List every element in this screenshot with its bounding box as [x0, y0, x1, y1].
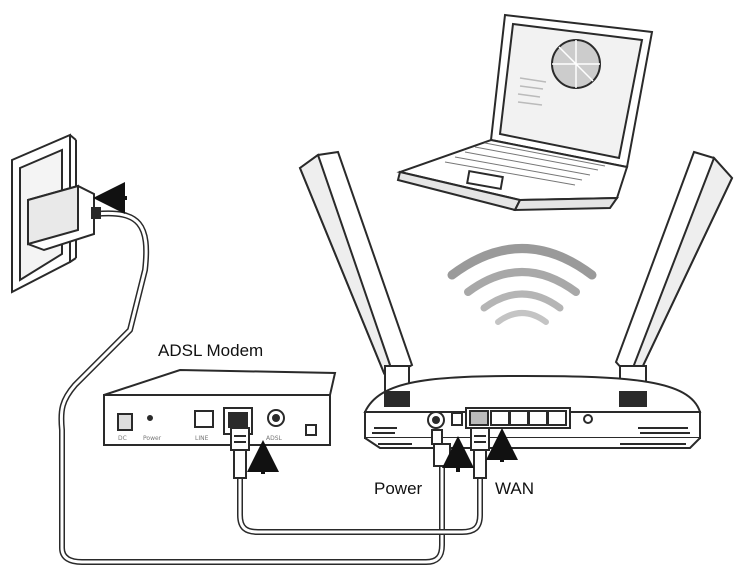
- power-adapter-icon: [27, 184, 101, 252]
- svg-text:LINE: LINE: [195, 435, 209, 442]
- wireless-router-icon: [298, 150, 734, 449]
- router-wan-connector: [470, 427, 490, 479]
- ethernet-cable: [237, 475, 483, 535]
- svg-text:Power: Power: [143, 435, 162, 442]
- svg-text:DC: DC: [118, 435, 127, 442]
- svg-text:ADSL: ADSL: [266, 435, 283, 442]
- wifi-signal-icon: [447, 244, 597, 325]
- adsl-modem-icon: DC Power LINE ADSL: [103, 368, 337, 446]
- power-cable: [58, 210, 445, 565]
- modem-ethernet-connector: [230, 427, 250, 479]
- power-label: Power: [374, 479, 423, 498]
- wan-label: WAN: [495, 479, 535, 498]
- modem-label: ADSL Modem: [158, 341, 264, 360]
- laptop-icon: [396, 13, 654, 212]
